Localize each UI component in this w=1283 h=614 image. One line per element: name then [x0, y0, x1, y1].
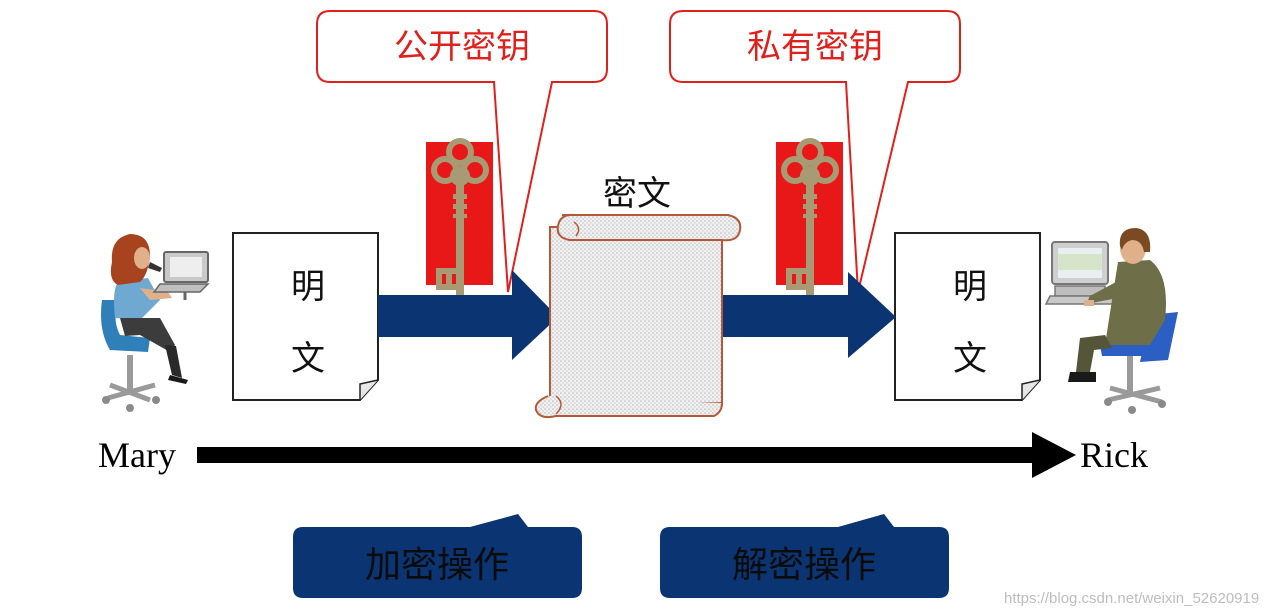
encrypt-arrow — [378, 270, 558, 360]
encrypt-operation-label: 加密操作 — [365, 545, 509, 586]
encrypt-operation-box: 加密操作 — [293, 514, 582, 598]
ciphertext-label: 密文 — [603, 174, 671, 214]
sender-name: Mary — [98, 435, 176, 475]
sender-to-receiver-arrow — [197, 432, 1076, 478]
mary-computer-user-icon — [101, 234, 210, 412]
plaintext-left-char-2: 文 — [291, 339, 325, 379]
plaintext-right-char-1: 明 — [953, 267, 987, 307]
rick-computer-user-icon — [1044, 228, 1178, 414]
plaintext-document-left: 明 文 — [232, 232, 379, 401]
private-key-label: 私有密钥 — [747, 27, 883, 67]
decrypt-operation-label: 解密操作 — [732, 545, 876, 586]
decrypt-operation-box: 解密操作 — [660, 514, 949, 598]
plaintext-left-char-1: 明 — [291, 267, 325, 307]
watermark-url: https://blog.csdn.net/weixin_52620919 — [1004, 590, 1259, 607]
receiver-name: Rick — [1080, 435, 1148, 475]
plaintext-document-right: 明 文 — [894, 232, 1041, 401]
public-key-callout: 公开密钥 — [316, 10, 608, 293]
public-key-icon — [426, 141, 493, 296]
plaintext-right-char-2: 文 — [953, 339, 987, 379]
public-key-label: 公开密钥 — [394, 27, 530, 67]
decrypt-arrow — [716, 272, 896, 358]
private-key-callout: 私有密钥 — [669, 10, 961, 293]
ciphertext-scroll-icon: 密文 — [534, 174, 742, 419]
private-key-icon — [776, 141, 843, 296]
